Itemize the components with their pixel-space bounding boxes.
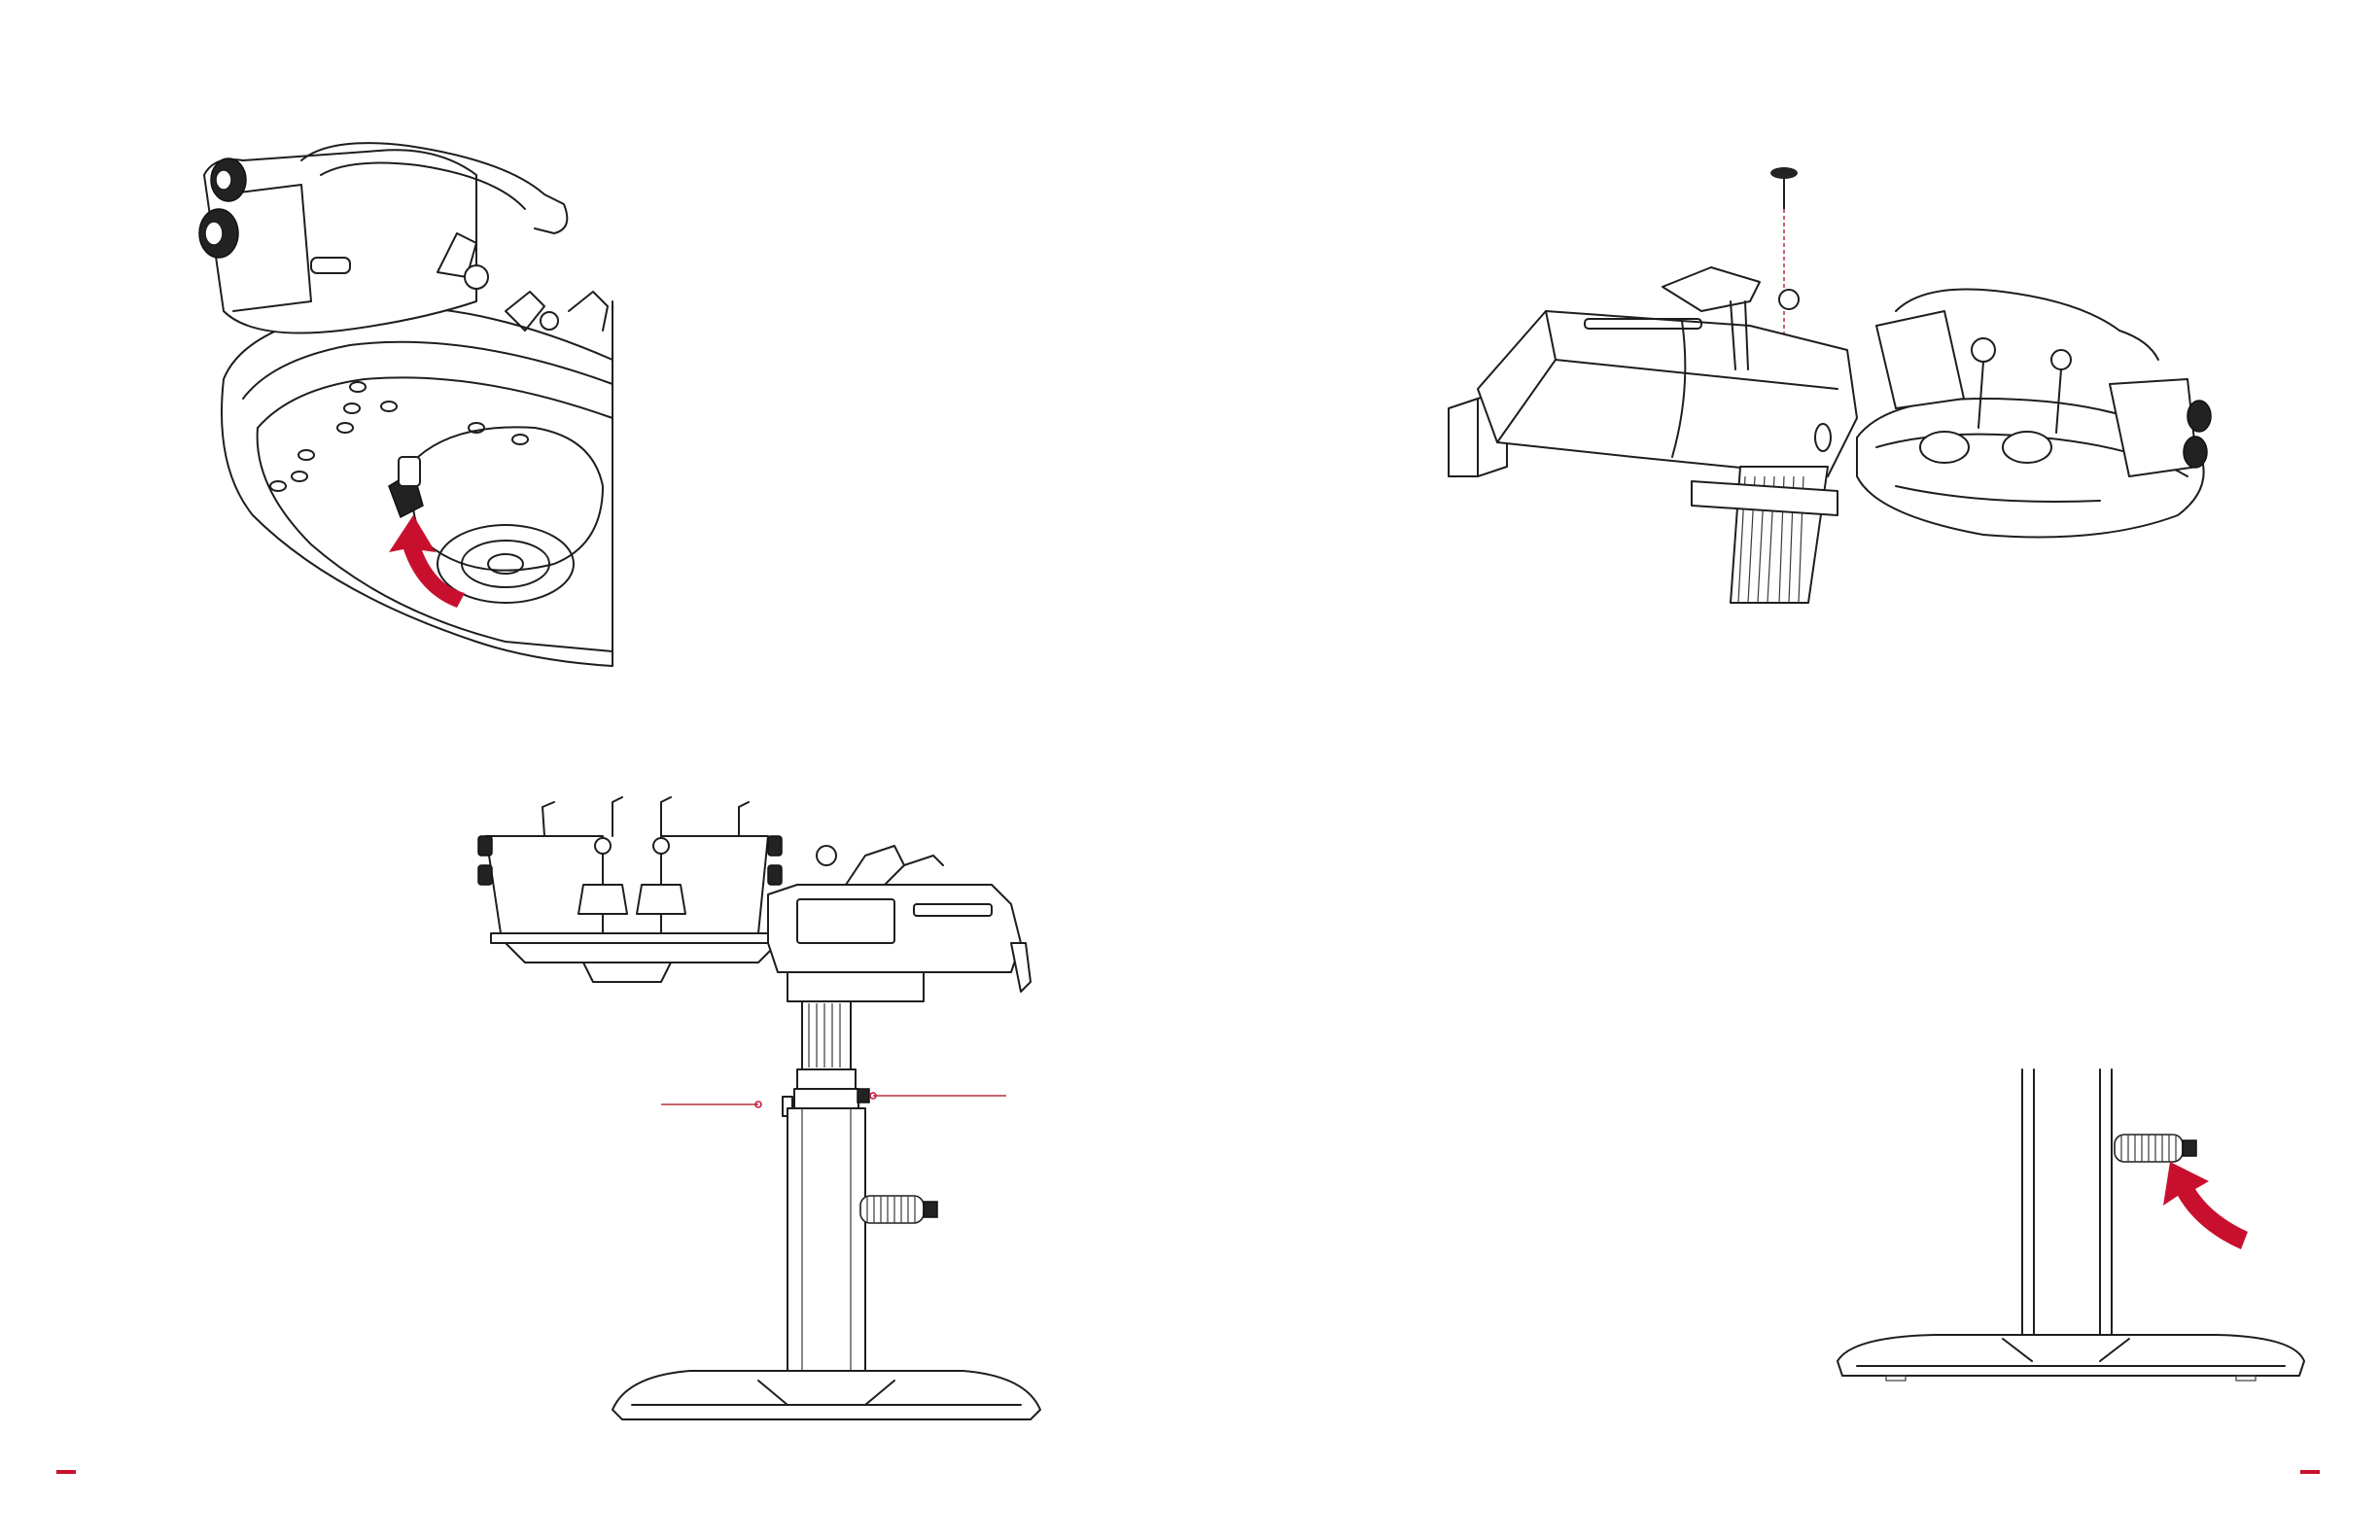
knob-icon	[860, 1196, 937, 1223]
knob-icon	[2115, 1135, 2196, 1162]
machine-side-view-illustration	[467, 797, 1069, 1439]
machine-top-mounting-illustration	[1439, 156, 2236, 612]
turntable-underside-illustration	[185, 136, 632, 671]
left-page-marker	[56, 1470, 76, 1474]
curved-arrow-icon	[2163, 1162, 2248, 1249]
right-page-marker	[2300, 1470, 2320, 1474]
pedestal-knob-illustration	[1828, 1065, 2324, 1424]
screw-icon	[1770, 167, 1798, 209]
